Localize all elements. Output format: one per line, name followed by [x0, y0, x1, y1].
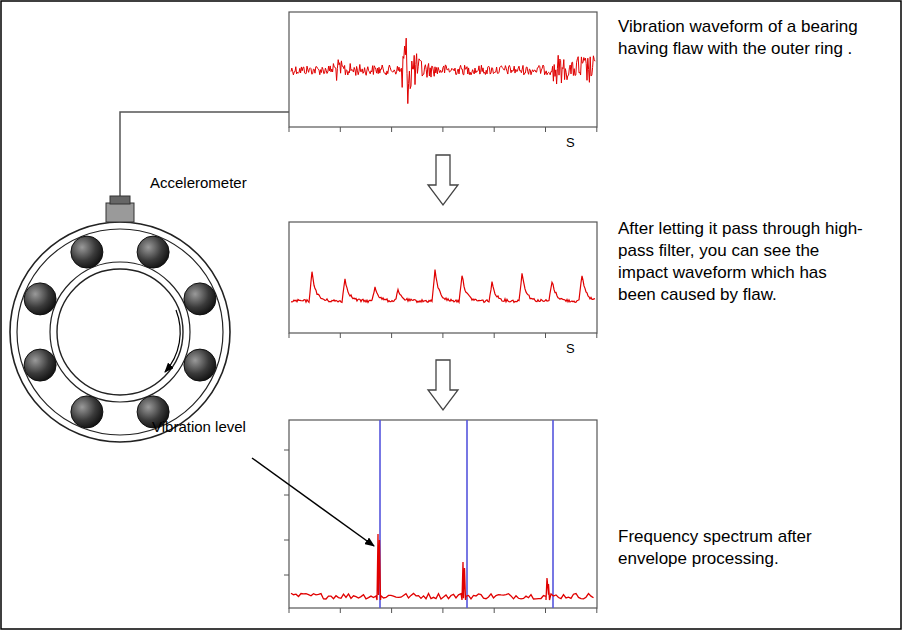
rolling-ball — [184, 283, 216, 315]
process-arrow — [428, 155, 458, 205]
leader-arrow — [252, 458, 374, 546]
part-name: Accelerometer — [150, 172, 280, 194]
accelerometer-cap — [110, 196, 130, 204]
waveforms — [291, 38, 595, 600]
rolling-ball — [24, 283, 56, 315]
rolling-ball — [137, 236, 169, 268]
spectrum-chart — [289, 420, 597, 608]
accelerometer-body — [106, 203, 134, 222]
harmonic-markers — [380, 420, 553, 608]
sensor-cable — [120, 112, 289, 203]
axis-unit: S — [566, 338, 590, 360]
rolling-ball — [71, 396, 103, 428]
envelope-spectrum — [291, 534, 594, 600]
bearing — [10, 222, 230, 442]
rolling-ball — [71, 236, 103, 268]
callout-label: Vibration level — [152, 416, 282, 438]
raw-waveform-chart — [289, 12, 597, 127]
caption-text: Frequency spectrum after envelope proces… — [618, 526, 838, 570]
raw-waveform — [291, 38, 595, 103]
filtered-waveform-chart — [289, 222, 597, 333]
rolling-ball — [184, 349, 216, 381]
axis-unit: S — [566, 132, 590, 154]
impact-waveform — [291, 270, 595, 303]
axis-ticks — [284, 127, 597, 613]
caption-text: After letting it pass through high-pass … — [618, 218, 863, 306]
caption-text: Vibration waveform of a bearing having f… — [618, 16, 858, 60]
process-arrow — [428, 360, 458, 410]
rolling-ball — [24, 349, 56, 381]
